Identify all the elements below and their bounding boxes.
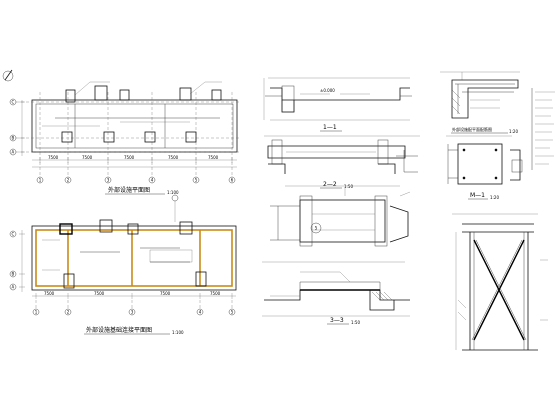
svg-text:3: 3 [107,178,110,183]
dim-bottom-4: 7500 [210,291,221,296]
svg-text:B: B [12,272,15,277]
section-2-label: 2—2 [323,181,337,188]
detail-m-scale: 1:20 [490,195,499,200]
plan-bottom-title: 外部设施基础连接平面图 [86,326,152,334]
dim-bottom-2: 7500 [94,291,105,296]
dim-top-4: 7500 [168,155,179,160]
axis-label-a: A [12,150,15,155]
plan-top-scale: 1:100 [167,190,179,195]
axis-number-bubbles-top: 1 2 3 4 5 6 [36,176,236,184]
svg-text:2: 2 [67,178,70,183]
section-2-scale: 1:50 [344,184,353,189]
dim-bottom-1: 7500 [44,291,55,296]
plan-top: C B A 7500 7500 7500 7500 7 [9,81,240,195]
dim-top-2: 7500 [82,155,93,160]
svg-text:2: 2 [67,310,70,315]
dim-bottom-3: 7500 [160,291,171,296]
svg-text:6: 6 [231,178,234,183]
section-2-2: 2—2 1:50 [264,135,420,189]
notes-list [531,88,555,170]
north-arrow-icon [2,69,14,82]
svg-text:C: C [12,232,15,237]
axis-number-bubbles-bottom: 1 2 3 4 5 [32,308,236,316]
section-middle: 5 [270,185,411,247]
svg-text:A: A [12,285,15,290]
axis-label-b: B [12,136,15,141]
section-1-elev: ±0.000 [320,88,335,93]
svg-text:1: 1 [35,310,38,315]
detail-m-1: M—1 1:20 [446,135,523,200]
plan-top-title: 外部设施平面图 [108,186,150,194]
dim-top-5: 7500 [208,155,219,160]
dim-top-3: 7500 [124,155,135,160]
plan-bottom: C B A 7500 7500 7500 7500 1 2 3 4 5 [9,194,237,335]
section-1-1: ±0.000 1—1 [263,77,412,132]
detail-right-scale: 1:20 [509,129,518,134]
detail-right-top: 外部设施配平面配筋图 1:20 [440,71,555,170]
svg-text:3: 3 [131,310,134,315]
svg-text:4: 4 [199,310,202,315]
section-1-label: 1—1 [323,124,337,131]
svg-text:1: 1 [39,178,42,183]
section-3-3: 3—3 1:50 [262,261,410,325]
callout-5-bubble [310,222,322,234]
svg-text:5: 5 [231,310,234,315]
svg-text:4: 4 [151,178,154,183]
dim-top-1: 7500 [48,155,59,160]
axis-label-c: C [12,100,15,105]
section-3-label: 3—3 [330,317,344,324]
detail-brace [452,213,548,351]
detail-right-title: 外部设施配平面配筋图 [452,126,492,132]
section-3-scale: 1:50 [351,320,360,325]
svg-text:5: 5 [195,178,198,183]
plan-bottom-scale: 1:100 [172,330,184,335]
detail-m-label: M—1 [470,192,485,199]
callout-5: 5 [315,226,318,231]
